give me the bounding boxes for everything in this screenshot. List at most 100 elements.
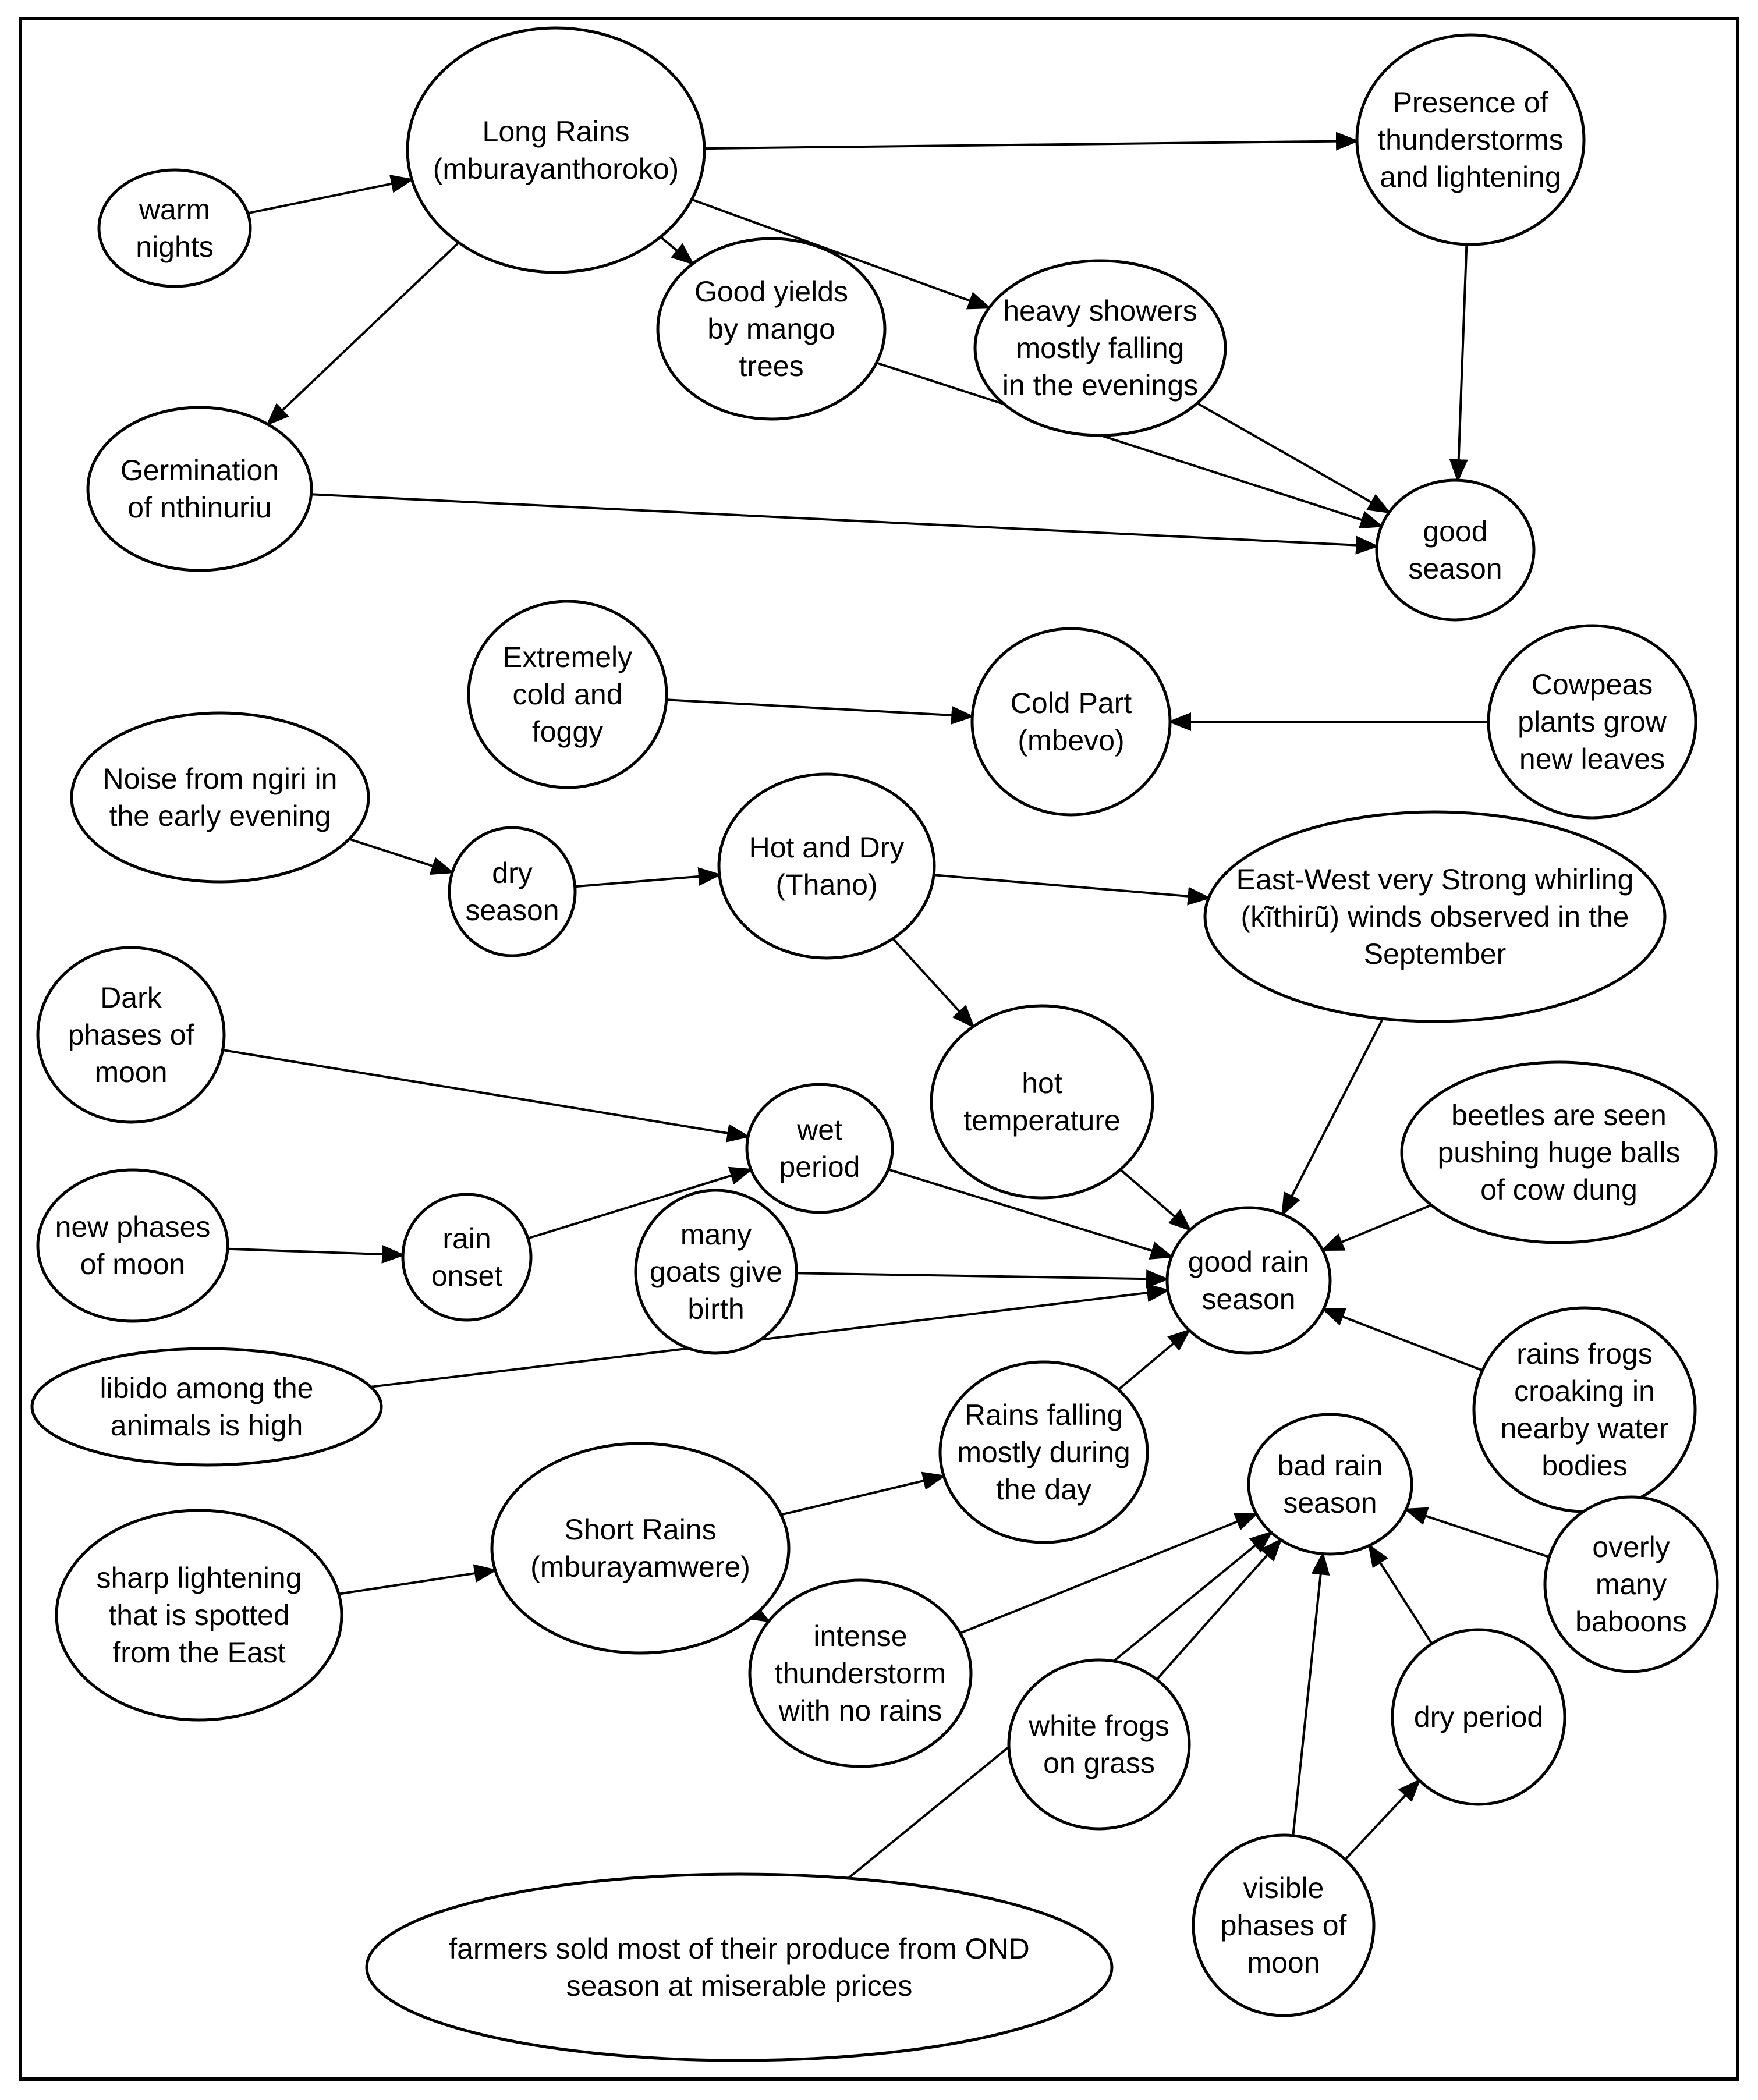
node-label-line: (Thano): [775, 868, 877, 901]
node-ellipse: [1391, 1628, 1566, 1806]
node-label-line: nights: [136, 230, 213, 263]
node-label-line: of moon: [80, 1248, 186, 1280]
edge-visible-moon-to-bad-rain-season: [1292, 1551, 1330, 1836]
node-ellipse: [30, 1347, 383, 1467]
edge-sharp-lightening-to-short-rains: [338, 1564, 498, 1595]
node-label-line: warm: [139, 193, 210, 226]
node-label-line: that is spotted: [108, 1599, 289, 1631]
node-label-line: libido among the: [100, 1372, 314, 1404]
node-label-line: (mburayanthoroko): [433, 152, 679, 185]
nodes-layer: warm nights Long Rains(mburayanthoroko) Pre…: [30, 26, 1719, 2062]
node-label-line: from the East: [112, 1636, 285, 1669]
edge-germination-to-good-season: [311, 493, 1380, 555]
node-label-line: with no rains: [778, 1694, 942, 1727]
node-label-line: on grass: [1043, 1747, 1155, 1779]
node-label-line: dry period: [1414, 1701, 1543, 1733]
node-white-frogs: white frogs on grass: [1007, 1658, 1191, 1831]
node-label-line: mostly falling: [1016, 332, 1185, 364]
node-label-line: season: [465, 894, 559, 927]
node-label-line: the early evening: [109, 800, 331, 832]
node-ellipse: [938, 1360, 1149, 1544]
node-label-line: Presence of: [1393, 86, 1548, 119]
node-label-line: season: [1408, 552, 1502, 585]
node-label-line: (kĩthirũ) winds observed in the: [1241, 900, 1629, 933]
node-label-line: Hot and Dry: [749, 831, 905, 864]
node-label-line: in the evenings: [1002, 369, 1198, 402]
edge-beetles-to-good-rain-season: [1320, 1204, 1432, 1251]
node-label-line: white frogs: [1028, 1709, 1169, 1742]
edges-layer: [222, 132, 1550, 1879]
node-label-line: new phases: [55, 1211, 211, 1243]
node-ellipse: [1375, 478, 1536, 622]
node-label-line: Good yields: [694, 275, 848, 308]
node-label-line: goats give: [650, 1255, 782, 1288]
edge-rains-day-to-good-rain-season: [1118, 1328, 1191, 1391]
node-label-line: croaking in: [1514, 1375, 1655, 1407]
node-label-line: intense: [813, 1620, 907, 1652]
node-label-line: and lightening: [1380, 161, 1561, 193]
node-label-line: many: [1596, 1568, 1667, 1601]
edge-visible-moon-to-dry-period: [1344, 1778, 1421, 1861]
node-ellipse: [1400, 1060, 1718, 1244]
node-label-line: new leaves: [1519, 743, 1665, 775]
node-ellipse: [1165, 1206, 1332, 1355]
node-label-line: trees: [739, 350, 803, 382]
node-ellipse: [1355, 33, 1586, 246]
edge-short-rains-to-rains-day: [781, 1471, 947, 1516]
edge-baboons-to-bad-rain-season: [1403, 1507, 1550, 1559]
node-ellipse: [401, 1193, 533, 1322]
edge-long-rains-to-germination: [265, 242, 460, 426]
edge-short-rains-to-intense-thunderstorm: [746, 1602, 771, 1623]
node-ellipse: [448, 826, 577, 957]
node-label-line: rain: [442, 1222, 491, 1255]
node-label-line: hot: [1022, 1067, 1062, 1099]
node-label-line: Extremely: [503, 641, 632, 673]
node-label-line: Dark: [100, 981, 162, 1014]
node-label-line: temperature: [963, 1104, 1121, 1137]
node-label-line: period: [779, 1151, 860, 1183]
node-label-line: of nthinuriu: [127, 491, 271, 524]
node-hot-temperature: hot temperature: [930, 1004, 1154, 1200]
node-long-rains: Long Rains(mburayanthoroko): [406, 26, 706, 274]
edge-long-rains-to-thunderstorms: [704, 132, 1359, 151]
edge-long-rains-to-heavy-showers: [691, 198, 992, 310]
edge-white-frogs-to-bad-rain-season: [1156, 1538, 1282, 1680]
node-whirling-winds: East-West very Strong whirling (kĩthirũ) …: [1203, 810, 1667, 1023]
edge-warm-nights-to-long-rains: [247, 175, 414, 215]
node-ellipse: [1192, 1833, 1376, 2017]
node-ellipse: [406, 26, 706, 274]
node-label-line: East-West very Strong whirling: [1236, 863, 1634, 896]
edge-dry-season-to-hot-dry: [575, 867, 722, 888]
node-label-line: Short Rains: [564, 1513, 716, 1546]
edge-libido-to-good-rain-season: [370, 1283, 1171, 1388]
node-short-rains: Short Rains(mburayamwere): [490, 1442, 791, 1655]
node-farmers-sold: farmers sold most of their produce from …: [365, 1872, 1114, 2062]
node-cold-part: Cold Part(mbevo): [970, 627, 1172, 817]
node-label-line: sharp lightening: [96, 1562, 302, 1594]
node-ellipse: [656, 237, 887, 421]
node-sharp-lightening: sharp lightening that is spotted from the …: [55, 1509, 343, 1722]
edge-hot-dry-to-hot-temperature: [892, 938, 975, 1028]
edge-thunderstorms-to-good-season: [1449, 244, 1468, 483]
edge-frogs-croaking-to-good-rain-season: [1321, 1308, 1483, 1372]
edge-ngiri-noise-to-dry-season: [349, 838, 455, 875]
node-warm-nights: warm nights: [97, 168, 252, 288]
node-label-line: pushing huge balls: [1438, 1136, 1681, 1169]
node-label-line: cold and: [512, 678, 622, 711]
node-label-line: birth: [687, 1293, 744, 1325]
node-ellipse: [86, 406, 313, 572]
node-label-line: the day: [996, 1473, 1091, 1506]
node-label-line: overly: [1592, 1531, 1670, 1563]
node-label-line: season: [1283, 1487, 1377, 1519]
